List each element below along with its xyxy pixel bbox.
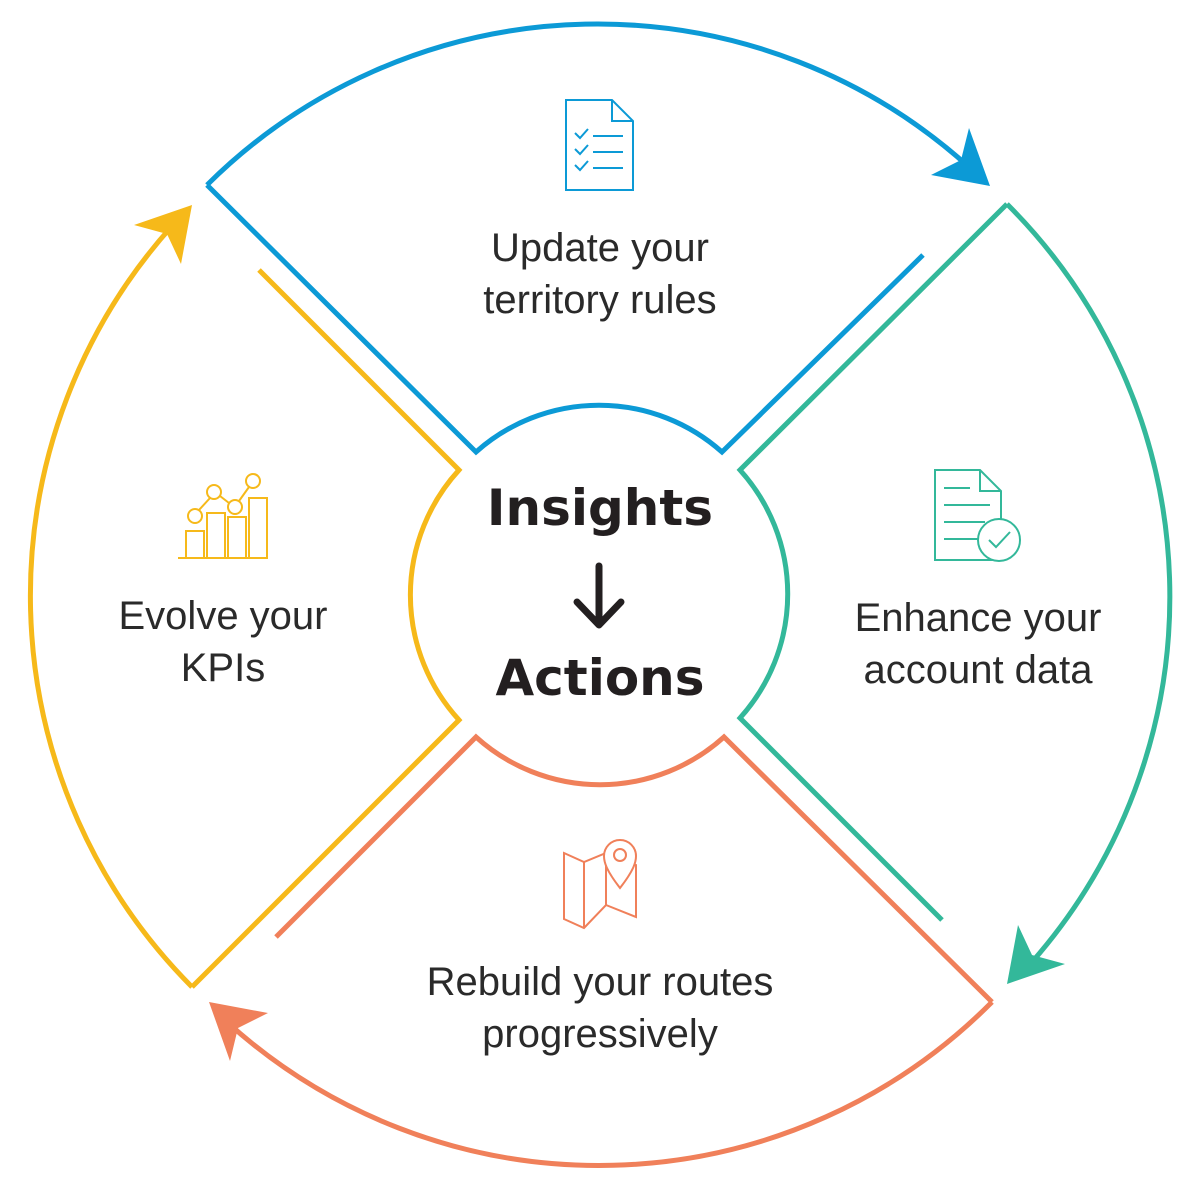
segment-label-top-line1: Update your: [491, 226, 709, 270]
segment-right-outline: [736, 202, 1173, 964]
segment-label-left-line1: Evolve your: [118, 594, 328, 638]
segment-label-left-line2: KPIs: [180, 646, 266, 690]
checklist-document-icon: [565, 99, 634, 191]
segment-top-outline: [205, 21, 972, 456]
center-title-insights: Insights: [486, 479, 714, 537]
down-arrow-icon: [573, 562, 625, 629]
arrowhead-yellow: [134, 205, 192, 264]
segment-label-right: Enhance your account data: [800, 592, 1156, 696]
segment-label-bottom: Rebuild your routes progressively: [370, 956, 830, 1060]
segment-label-right-line2: account data: [863, 648, 1093, 692]
segment-bottom-outline: [225, 733, 994, 1168]
arrowhead-orange: [209, 1002, 268, 1061]
segment-label-right-line1: Enhance your: [854, 596, 1102, 640]
arrowhead-green: [1007, 925, 1065, 984]
verified-document-icon: [934, 469, 1021, 562]
segment-label-left: Evolve your KPIs: [80, 590, 366, 694]
bar-chart-growth-icon: [178, 473, 268, 559]
map-pin-icon: [563, 839, 638, 930]
segment-left-outline: [27, 224, 463, 989]
segment-label-bottom-line2: progressively: [482, 1012, 718, 1056]
arrowhead-blue: [931, 128, 990, 186]
segment-label-top: Update your territory rules: [420, 222, 780, 326]
center-title-actions: Actions: [495, 649, 705, 707]
segment-label-bottom-line1: Rebuild your routes: [426, 960, 774, 1004]
segment-label-top-line2: territory rules: [483, 278, 717, 322]
